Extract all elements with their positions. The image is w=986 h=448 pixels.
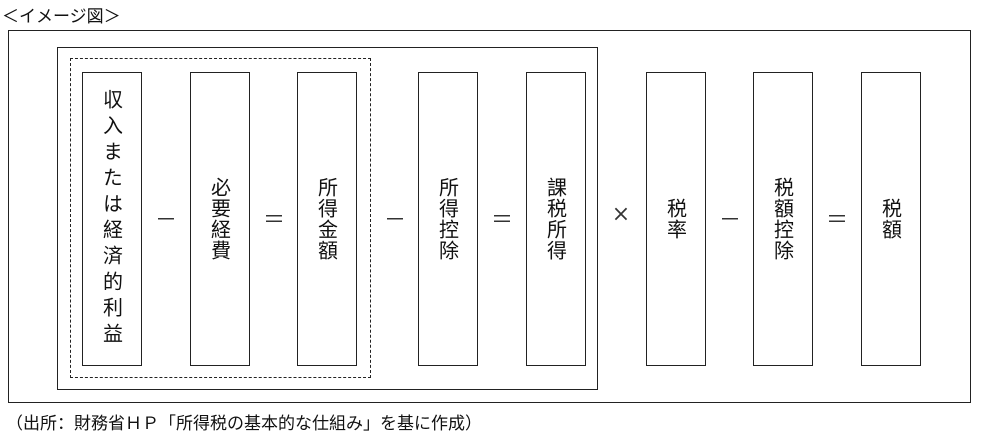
- box-tax-rate: 税率: [646, 72, 706, 366]
- box-label: 所得控除: [435, 177, 460, 261]
- operator-equals: ＝: [490, 208, 513, 233]
- box-label: 税率: [663, 198, 688, 240]
- operator-equals: ＝: [825, 208, 848, 233]
- outer-frame: [8, 30, 971, 403]
- box-label: 課税所得: [543, 177, 568, 261]
- operator-minus: －: [718, 208, 741, 233]
- inner-frame: [57, 47, 598, 390]
- box-label: 税額控除: [770, 177, 795, 261]
- box-income: 収入または経済的利益: [82, 72, 142, 366]
- box-income-amount: 所得金額: [297, 72, 357, 366]
- source-caption: （出所：財務省ＨＰ「所得税の基本的な仕組み」を基に作成）: [6, 414, 482, 434]
- operator-minus: －: [154, 208, 177, 233]
- diagram-title: ＜イメージ図＞: [2, 7, 121, 27]
- operator-multiply: ×: [611, 202, 631, 227]
- dashed-group-frame: [70, 58, 371, 378]
- box-label: 必要経費: [207, 177, 232, 261]
- box-income-deduction: 所得控除: [418, 72, 478, 366]
- operator-minus: －: [383, 208, 406, 233]
- operator-equals: ＝: [262, 208, 285, 233]
- box-label: 収入または経済的利益: [99, 89, 124, 349]
- box-taxable-income: 課税所得: [526, 72, 586, 366]
- box-label: 所得金額: [314, 177, 339, 261]
- box-tax-credit: 税額控除: [753, 72, 813, 366]
- box-label: 税額: [878, 198, 903, 240]
- box-tax-amount: 税額: [861, 72, 921, 366]
- box-necessary-expenses: 必要経費: [190, 72, 250, 366]
